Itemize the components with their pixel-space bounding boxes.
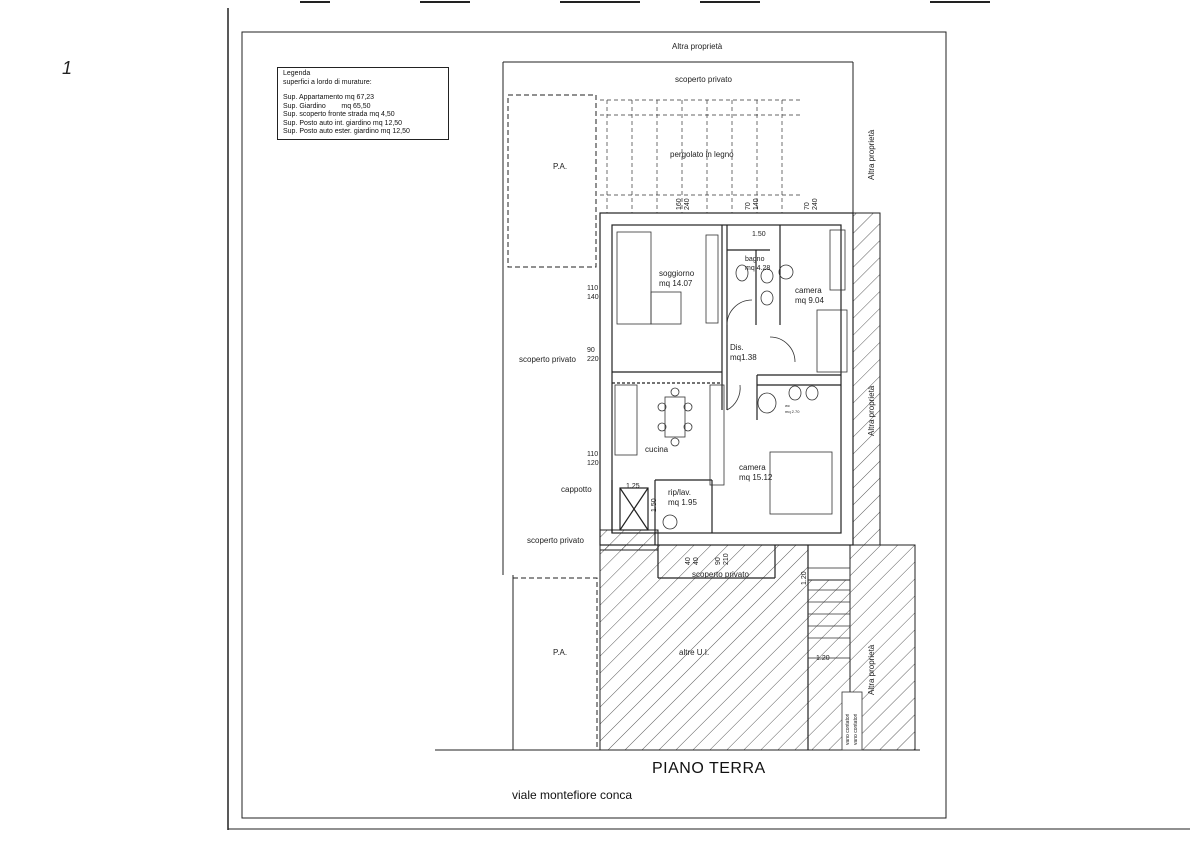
legend-item: Sup. Giardino mq 65,50 bbox=[283, 102, 371, 110]
label-cappotto: cappotto bbox=[561, 485, 592, 494]
label-vano2: vano contatori bbox=[853, 714, 859, 745]
legend-item: Sup. Appartamento mq 67,23 bbox=[283, 94, 375, 101]
room-camera2-name: camera bbox=[739, 463, 766, 472]
dim-1a: 160 bbox=[676, 198, 683, 210]
dim-2b: 140 bbox=[753, 198, 760, 210]
dim-3a: 70 bbox=[804, 202, 811, 210]
dim-6b: 120 bbox=[587, 460, 599, 467]
legend-item: Sup. Posto auto ester. giardino mq 12,50 bbox=[283, 128, 410, 135]
room-wc-name: wc bbox=[785, 403, 790, 408]
dim-7b: 40 bbox=[693, 557, 700, 565]
room-soggiorno-name: soggiorno bbox=[659, 269, 695, 278]
page-mark: 1 bbox=[62, 58, 72, 78]
plan-labels: Altra proprietà scoperto privato pergola… bbox=[519, 42, 876, 745]
legend-item: Sup. scoperto fronte strada mq 4,50 bbox=[283, 111, 395, 118]
label-scoperto-left: scoperto privato bbox=[519, 355, 576, 364]
room-rip-name: rip/lav. bbox=[668, 488, 691, 497]
dim-5a: 90 bbox=[587, 347, 595, 354]
label-altre-ui: altre U.I. bbox=[679, 648, 709, 657]
room-bagno-area: mq 4.28 bbox=[745, 265, 770, 272]
room-camera2-area: mq 15.12 bbox=[739, 473, 773, 482]
dim-120a: 1.20 bbox=[801, 571, 808, 585]
dim-8b: 210 bbox=[723, 553, 730, 565]
dim-125: 1.25 bbox=[626, 483, 640, 490]
label-pa-top: P.A. bbox=[553, 162, 567, 171]
dim-3b: 240 bbox=[812, 198, 819, 210]
label-altra-top: Altra proprietà bbox=[672, 42, 723, 51]
dim-7a: 40 bbox=[685, 557, 692, 565]
room-bagno-name: bagno bbox=[745, 256, 765, 263]
label-scoperto-top: scoperto privato bbox=[675, 75, 732, 84]
site-boundary bbox=[435, 61, 920, 751]
dim-6a: 110 bbox=[587, 451, 598, 458]
pergola bbox=[600, 99, 800, 213]
label-scoperto-bottom: scoperto privato bbox=[692, 570, 749, 579]
legend-subtitle: superfici a lordo di murature: bbox=[283, 78, 372, 86]
label-vano1: vano contatori bbox=[845, 714, 851, 745]
legend-title: Legenda bbox=[283, 70, 311, 77]
label-altra-right2: Altra proprietà bbox=[867, 385, 876, 436]
room-cucina-name: cucina bbox=[645, 445, 669, 454]
label-pa-bottom: P.A. bbox=[553, 648, 567, 657]
dim-2a: 70 bbox=[745, 202, 752, 210]
label-pergolato: pergolato in legno bbox=[670, 150, 734, 159]
stairs bbox=[807, 567, 863, 751]
dim-1b: 240 bbox=[684, 198, 691, 210]
walls bbox=[599, 212, 854, 750]
room-dis-area: mq1.38 bbox=[730, 353, 757, 362]
room-camera1-name: camera bbox=[795, 286, 822, 295]
furniture bbox=[614, 229, 848, 530]
dim-150: 1.50 bbox=[752, 231, 766, 238]
street-name: viale montefiore conca bbox=[512, 788, 633, 802]
dim-5b: 220 bbox=[587, 356, 599, 363]
dim-150-vert: 1.50 bbox=[651, 498, 658, 512]
room-soggiorno-area: mq 14.07 bbox=[659, 279, 693, 288]
dim-120b: 1.20 bbox=[816, 655, 830, 662]
plan-title: PIANO TERRA bbox=[652, 760, 766, 777]
label-altra-right3: Altra proprietà bbox=[867, 644, 876, 695]
legend-box: Legenda superfici a lordo di murature: S… bbox=[277, 67, 449, 140]
room-wc-area: mq 2.70 bbox=[785, 409, 800, 414]
label-scoperto-left2: scoperto privato bbox=[527, 536, 584, 545]
dim-4b: 140 bbox=[587, 294, 599, 301]
room-dis-name: Dis. bbox=[730, 343, 744, 352]
legend-item: Sup. Posto auto int. giardino mq 12,50 bbox=[283, 119, 403, 127]
page-frame bbox=[227, 1, 1190, 830]
room-camera1-area: mq 9.04 bbox=[795, 296, 824, 305]
room-rip-area: mq 1.95 bbox=[668, 498, 697, 507]
dim-4a: 110 bbox=[587, 285, 598, 292]
dim-8a: 90 bbox=[715, 557, 722, 565]
label-altra-right1: Altra proprietà bbox=[867, 129, 876, 180]
